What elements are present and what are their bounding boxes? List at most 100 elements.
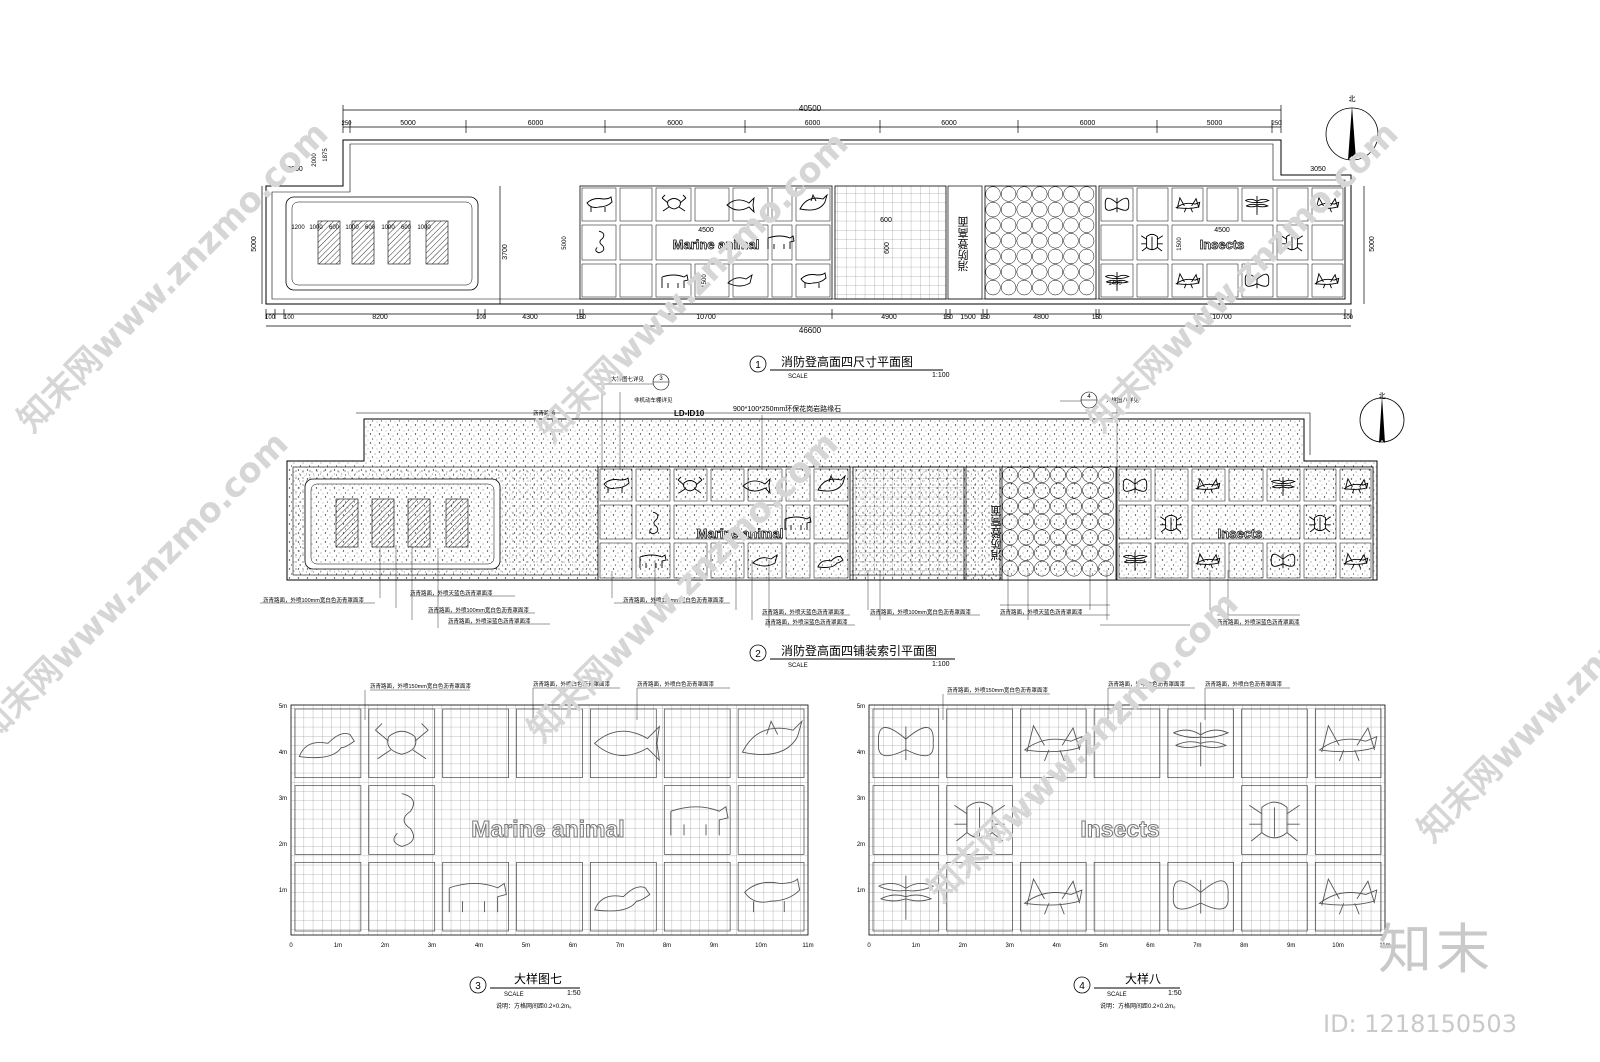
plan-2-marine-label: Marine animal [697, 526, 784, 541]
plan-2-callout-6: 沥青路面，外喷天蓝色沥青罩面漆 [762, 608, 845, 616]
crab-icon [375, 723, 429, 760]
square-grid [852, 466, 965, 581]
seal-icon [594, 886, 651, 912]
circle-pattern [1078, 233, 1095, 249]
detail-cell [663, 708, 731, 779]
detail-4-insects: Insects 沥青路面，外喷150mm宽白色沥青罩面漆 沥青路面，外喷白色沥青… [857, 680, 1391, 1010]
detail-3-note: 说明：方格网间距0.2×0.2m。 [496, 1002, 575, 1010]
detail-3-label: Marine animal [471, 816, 624, 842]
paving-cell [771, 263, 793, 298]
circle-pattern [1050, 545, 1066, 561]
detail-cell [1314, 785, 1382, 855]
detail-cell [294, 708, 362, 779]
detail-3-callout-1: 沥青路面，外喷150mm宽白色沥青罩面漆 [370, 682, 471, 690]
plan-2-vertical-text: 消防登高面 [991, 506, 1004, 562]
dimension-text: 2000 [312, 153, 318, 167]
dimension-text: 4300 [522, 314, 538, 321]
dimension-text: 8200 [372, 314, 388, 321]
circle-pattern [1002, 529, 1018, 546]
dimension-text: 11m [1379, 943, 1390, 949]
circle-pattern [1018, 498, 1034, 515]
circle-pattern [1047, 264, 1064, 280]
paving-cell [1171, 263, 1204, 298]
circle-pattern [1032, 186, 1048, 202]
dimension-text: 5000 [1207, 120, 1223, 127]
beetle-icon [1248, 801, 1300, 842]
dimension-text: 2m [857, 842, 865, 848]
marine-panel [579, 185, 833, 300]
brand-id: ID: 1218150503 [1323, 1010, 1517, 1038]
circle-pattern [1078, 264, 1095, 280]
dimension-text: 6000 [941, 120, 957, 127]
dragonfly-icon [1271, 476, 1296, 496]
circle-pattern [1018, 467, 1034, 483]
dimension-text: 600 [329, 225, 340, 231]
circle-pattern [1032, 217, 1048, 233]
parking-pad-inner [291, 201, 473, 286]
circle-pattern [1034, 482, 1050, 499]
circle-pattern [1016, 201, 1032, 218]
circle-pattern [1066, 467, 1082, 483]
crab-icon [661, 194, 687, 212]
bear-icon [670, 806, 729, 836]
detail-3-scale: 1:50 [567, 990, 581, 997]
fish-icon [593, 725, 660, 762]
dimension-text: 10700 [696, 314, 716, 321]
circle-pattern [1082, 545, 1098, 561]
hatched-bay [371, 498, 395, 548]
circle-pattern [985, 201, 1001, 218]
paving-cell [1339, 542, 1372, 579]
circle-pattern [1078, 248, 1095, 265]
plan-1-north-label: 北 [1349, 95, 1356, 103]
paving-cell [813, 468, 849, 502]
paving-cell [813, 504, 849, 540]
circle-pattern [1047, 233, 1064, 249]
dimension-text: 1000 [345, 225, 359, 231]
plan-1-vertical-text: 消防登高面 [958, 217, 971, 273]
paving-cell [1191, 468, 1226, 502]
circle-pattern [1018, 560, 1034, 577]
circle-panel [984, 185, 1097, 300]
paving-cell [1311, 224, 1344, 261]
dimension-text: 2m [381, 943, 389, 949]
sheep-icon [800, 272, 827, 288]
circle-pattern [1063, 264, 1079, 280]
detail-cell [294, 861, 362, 932]
plan-1-scale: 1:100 [932, 372, 950, 379]
seal-icon [298, 732, 355, 759]
paving-cell [710, 468, 745, 502]
dimension-text: 5m [1099, 943, 1107, 949]
paving-cell [1118, 504, 1152, 540]
dimension-text: 2m [279, 842, 287, 848]
dimension-text: 3050 [287, 166, 303, 173]
text-panel [947, 185, 983, 300]
curb-line [356, 412, 1311, 455]
detail-cell [1241, 861, 1308, 932]
circle-pattern [1002, 498, 1018, 515]
circle-pattern [1078, 217, 1095, 233]
dragonfly-icon [1123, 551, 1148, 571]
butterfly-icon [1104, 197, 1130, 213]
detail-4-number: 4 [1079, 981, 1085, 992]
circle-pattern [1000, 186, 1017, 202]
detail-4-callout-3: 沥青路面，外喷白色沥青罩面漆 [1205, 680, 1283, 688]
paving-cell [1154, 542, 1189, 579]
plan-2-note-curb: 900*100*250mm环保花岗岩路缘石 [733, 404, 841, 413]
detail-3-marine: Marine animal 沥青路面，外喷150mm宽白色沥青罩面漆 沥青路面，… [279, 680, 814, 1010]
detail-4-title-block: 4 大样八 SCALE 1:50 说明：方格网间距0.2×0.2m。 [1073, 971, 1182, 1010]
paving-cell [1154, 504, 1189, 540]
dimension-text: 6m [569, 943, 577, 949]
circle-pattern [1098, 545, 1114, 561]
detail-3-title-block: 3 大样图七 SCALE 1:50 说明：方格网间距0.2×0.2m。 [469, 971, 581, 1010]
butterfly-icon [1244, 273, 1270, 289]
square-grid [834, 185, 947, 300]
detail-grid [290, 704, 809, 936]
circle-pattern [985, 217, 1001, 233]
dimension-text: 1500 [1177, 237, 1183, 251]
sheep-icon [586, 196, 613, 212]
dimension-text: 1500 [960, 314, 976, 321]
circle-pattern [1034, 498, 1050, 515]
circle-pattern [985, 233, 1001, 249]
dimension-text: 3m [279, 796, 287, 802]
detail-cell [368, 708, 436, 779]
